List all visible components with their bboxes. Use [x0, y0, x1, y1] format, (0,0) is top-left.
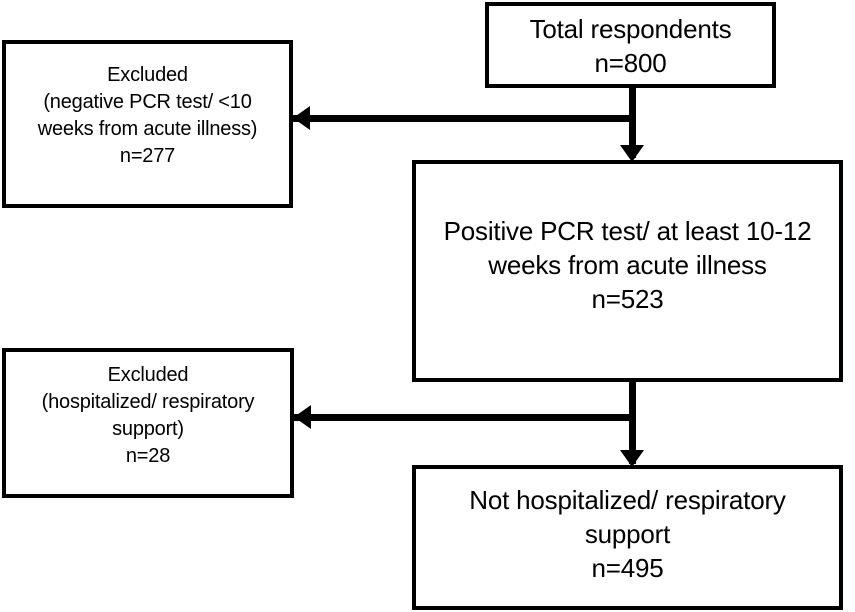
node-positive-pcr-test-text: Positive PCR test/ at least 10-12 weeks … — [416, 164, 839, 316]
node-count: n=28 — [125, 445, 171, 467]
node-count: n=800 — [594, 48, 667, 78]
node-total-respondents-text: Total respondents n=800 — [489, 6, 772, 80]
node-count: n=495 — [591, 553, 664, 583]
node-total-respondents: Total respondents n=800 — [485, 2, 776, 88]
node-line: support — [584, 519, 671, 549]
arrowhead-down-icon — [620, 145, 644, 162]
node-count: n=277 — [119, 145, 176, 167]
arrowhead-left-icon — [294, 405, 311, 429]
node-count: n=523 — [591, 284, 664, 314]
node-positive-pcr-test: Positive PCR test/ at least 10-12 weeks … — [412, 160, 843, 382]
node-line: weeks from acute illness — [488, 250, 767, 280]
node-excluded-hospitalized-text: Excluded (hospitalized/ respiratory supp… — [6, 352, 290, 470]
node-line: Excluded — [107, 64, 188, 86]
connector-positive-to-excluded-2 — [294, 414, 633, 421]
node-line: Not hospitalized/ respiratory — [469, 485, 786, 515]
node-excluded-hospitalized: Excluded (hospitalized/ respiratory supp… — [2, 348, 294, 498]
connector-total-to-excluded-1 — [293, 115, 633, 122]
node-excluded-negative-pcr: Excluded (negative PCR test/ <10 weeks f… — [2, 40, 293, 208]
node-line: Excluded — [107, 364, 189, 386]
node-excluded-negative-pcr-text: Excluded (negative PCR test/ <10 weeks f… — [6, 44, 289, 170]
node-line: (hospitalized/ respiratory — [41, 391, 255, 413]
connector-positive-to-not-hospitalized — [629, 382, 636, 464]
node-line: support) — [112, 418, 184, 440]
node-line: weeks from acute illness) — [37, 118, 258, 140]
node-line: (negative PCR test/ <10 — [43, 91, 252, 113]
node-not-hospitalized-text: Not hospitalized/ respiratory support n=… — [416, 469, 839, 585]
node-line: Positive PCR test/ at least 10-12 — [443, 216, 812, 246]
arrowhead-down-icon — [620, 450, 644, 467]
node-not-hospitalized: Not hospitalized/ respiratory support n=… — [412, 465, 843, 610]
connector-total-to-positive — [629, 88, 636, 158]
arrowhead-left-icon — [293, 106, 310, 130]
node-line: Total respondents — [529, 14, 732, 44]
